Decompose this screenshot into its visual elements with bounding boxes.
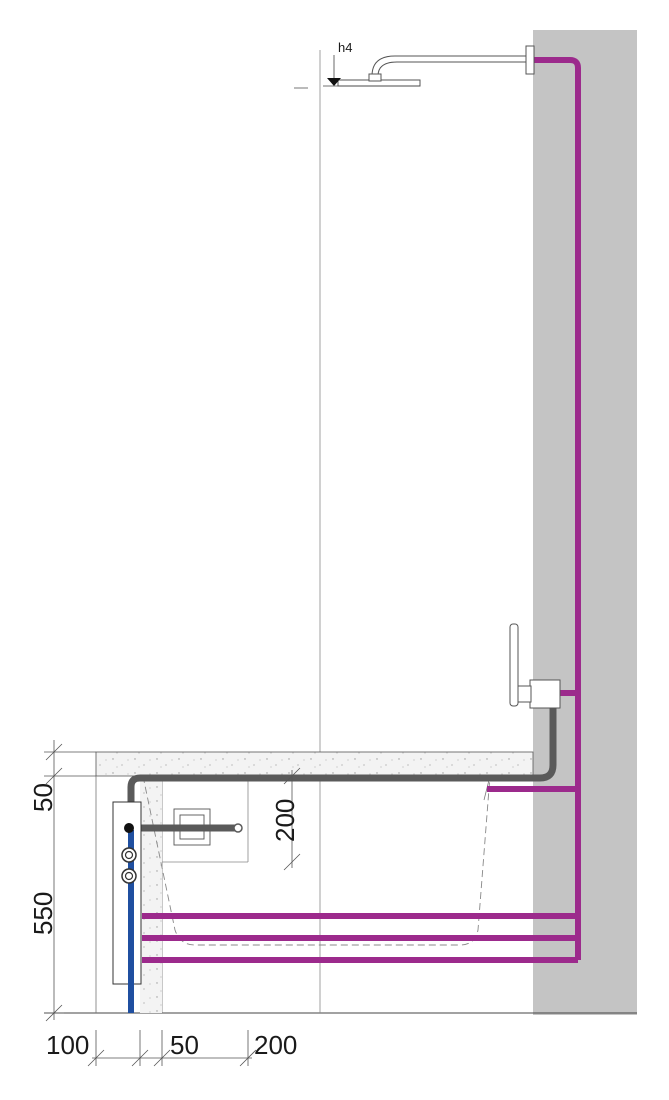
shower-arm	[371, 55, 526, 77]
countertop-slab	[95, 751, 534, 777]
shower-head-neck	[368, 73, 382, 82]
bathtub-outline	[142, 775, 491, 946]
niche-dimension	[283, 767, 301, 871]
hot-riser	[529, 57, 581, 960]
valve-ring-upper-inner	[124, 850, 134, 860]
waste-pipes	[127, 701, 557, 832]
dim-right: 200	[254, 1030, 297, 1060]
mixer-valve-box	[529, 679, 561, 709]
niche-speckle	[140, 776, 162, 1013]
waste-main	[127, 701, 557, 812]
dim-top-slab: 50	[28, 783, 58, 812]
vertical-dimension-chain	[44, 740, 96, 1022]
mixer-plate	[509, 623, 519, 707]
dim-left-offset: 100	[46, 1030, 89, 1060]
valve-ring-lower-inner	[124, 871, 134, 881]
level-marker-icon	[327, 78, 341, 86]
waste-end-cap	[233, 823, 243, 833]
dim-middle: 50	[170, 1030, 199, 1060]
horizontal-dimension-chain	[87, 1030, 257, 1067]
shower-arm-inner	[377, 61, 526, 77]
valve-ring-upper	[121, 847, 137, 863]
level-marker-label: h4	[338, 40, 352, 55]
junction-node	[124, 823, 134, 833]
valve-ring-lower	[121, 868, 137, 884]
shower-wall-flange	[525, 45, 535, 75]
hot-water-pipes	[142, 57, 581, 963]
mixer-handle-stem	[516, 685, 532, 703]
wall	[533, 30, 637, 1015]
dim-niche-height: 200	[270, 799, 300, 842]
dim-lower-zone: 550	[28, 892, 58, 935]
